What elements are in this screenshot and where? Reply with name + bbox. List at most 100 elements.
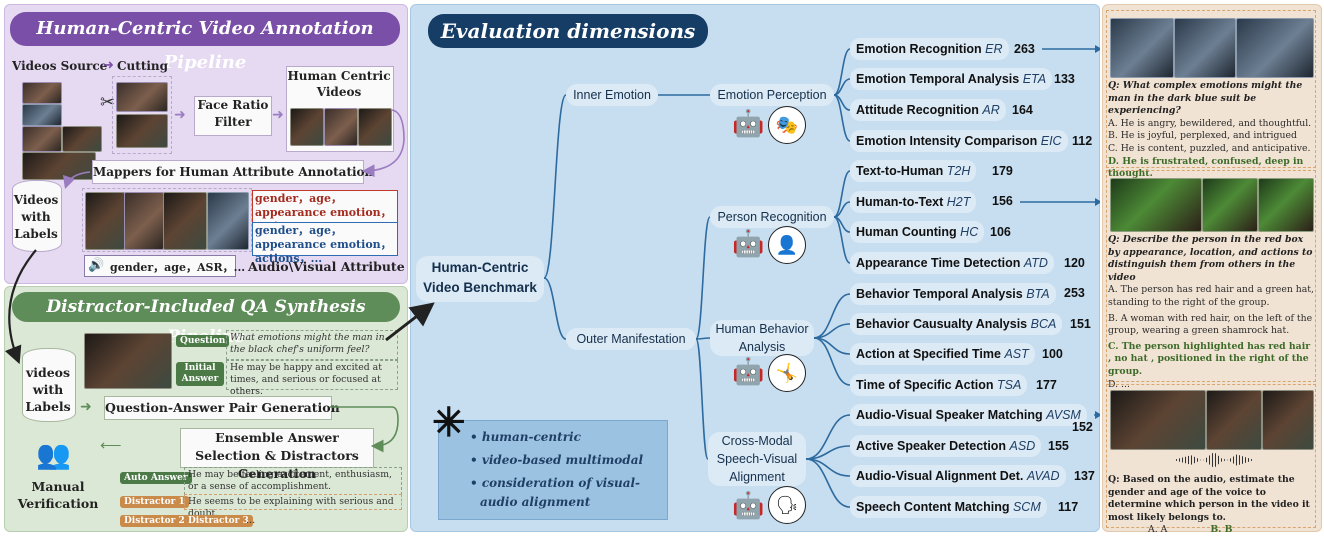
attr-audio-box bbox=[84, 255, 236, 277]
leaf-audio-visual-speaker-matching: Audio-Visual Speaker Matching AVSM bbox=[850, 404, 1087, 426]
example-2-frame bbox=[1202, 178, 1258, 232]
arrow-right-icon: ➜ bbox=[80, 398, 92, 414]
count-time-of-specific-action: 177 bbox=[1036, 378, 1057, 392]
source-thumbnail bbox=[22, 126, 62, 152]
emotion-perception-node: Emotion Perception bbox=[710, 84, 834, 106]
inner-emotion-label: Inner Emotion bbox=[573, 88, 651, 102]
example-2-frame bbox=[1110, 178, 1202, 232]
q1-question: Q: What complex emotions might the man i… bbox=[1108, 80, 1303, 117]
q1-option-b: B. He is joyful, perplexed, and intrigue… bbox=[1108, 130, 1297, 142]
count-behavior-causualty-analysis: 151 bbox=[1070, 317, 1091, 331]
asterisk-icon: ✳ bbox=[432, 401, 466, 445]
cut-clip bbox=[116, 82, 168, 112]
left-connectors bbox=[4, 109, 435, 453]
example-3-frame bbox=[1262, 390, 1314, 450]
feature-box bbox=[438, 420, 668, 520]
example-1-box bbox=[1106, 10, 1316, 168]
mappers-box: Mappers for Human Attribute Annotation bbox=[92, 160, 373, 184]
qa-generation-label: Question-Answer Pair Generation bbox=[105, 400, 340, 415]
manual-verification-label: Manual Verification bbox=[17, 479, 99, 511]
robot-icon: 🤖 bbox=[732, 356, 765, 386]
question-tag: Question bbox=[176, 335, 230, 347]
tree-connector bbox=[833, 170, 851, 218]
example-2-text: Q: Describe the person in the red box by… bbox=[1108, 234, 1314, 391]
distractor1-text: He seems to be explaining with serious a… bbox=[184, 494, 402, 519]
source-thumbnail bbox=[22, 152, 96, 180]
tree-connector bbox=[695, 338, 709, 460]
tree-connector bbox=[833, 94, 851, 142]
example-2-frame bbox=[1258, 178, 1314, 232]
question-text: What emotions might the man in the black… bbox=[226, 330, 398, 360]
human-behavior-node: Human Behavior Analysis bbox=[710, 320, 814, 356]
ellipsis: ... bbox=[246, 514, 256, 526]
leaf-emotion-recognition: Emotion Recognition ER bbox=[850, 38, 1009, 60]
feature-item: • consideration of visual-audio alignmen… bbox=[470, 476, 641, 509]
initial-answer-text: He may be happy and excited at times, an… bbox=[226, 360, 398, 397]
person-recognition-label: Person Recognition bbox=[717, 210, 827, 224]
outer-manifestation-label: Outer Manifestation bbox=[576, 332, 686, 346]
audio-visual-attribute-label: Audio\Visual Attribute bbox=[248, 259, 405, 274]
tree-connector bbox=[833, 48, 851, 96]
leaf-audio-visual-alignment-det: Audio-Visual Alignment Det. AVAD bbox=[850, 465, 1066, 487]
root-node-label: Human-Centric Video Benchmark bbox=[423, 260, 537, 295]
source-thumbnail bbox=[62, 126, 102, 152]
arrow-right-icon: ➜ bbox=[103, 57, 114, 72]
q1-option-d: D. He is frustrated, confused, deep in t… bbox=[1108, 155, 1304, 180]
leaf-emotion-temporal-analysis: Emotion Temporal Analysis ETA bbox=[850, 68, 1053, 90]
leaf-behavior-causualty-analysis: Behavior Causualty Analysis BCA bbox=[850, 313, 1063, 335]
example-1-frame bbox=[1174, 18, 1236, 78]
leaf-behavior-temporal-analysis: Behavior Temporal Analysis BTA bbox=[850, 283, 1056, 305]
attr-blue-box: gender，age，appearance emotion，actions，..… bbox=[252, 222, 398, 265]
tree-connector bbox=[543, 277, 567, 340]
drama-masks-icon: 🎭 bbox=[768, 106, 806, 144]
robot-icon: 🤖 bbox=[732, 490, 765, 520]
speech-icon: 🗣 bbox=[768, 486, 806, 524]
tree-connector bbox=[813, 337, 851, 386]
source-thumbnail bbox=[22, 82, 62, 104]
arrow-right-icon: ➜ bbox=[174, 106, 186, 122]
count-emotion-recognition: 263 bbox=[1014, 42, 1035, 56]
mappers-label: Mappers for Human Attribute Annotation bbox=[93, 165, 374, 179]
count-action-at-specified-time: 100 bbox=[1042, 347, 1063, 361]
initial-answer-tag: Initial Answer bbox=[176, 362, 224, 386]
example-1-text: Q: What complex emotions might the man i… bbox=[1108, 80, 1314, 181]
example-2-box bbox=[1106, 170, 1316, 382]
arrow-right-icon: ➜ bbox=[272, 106, 284, 122]
annotation-pipeline-title: Human-Centric Video Annotation Pipeline bbox=[10, 12, 400, 73]
tree-connector bbox=[833, 216, 851, 264]
ensemble-label: Ensemble Answer Selection & Distractors … bbox=[195, 430, 359, 481]
tree-connector bbox=[695, 337, 711, 340]
cut-clips-box bbox=[112, 76, 172, 154]
cutting-label: Cutting bbox=[117, 59, 169, 73]
feature-item: • human-centric bbox=[470, 430, 581, 444]
tree-connector bbox=[543, 94, 567, 279]
example-3-frame bbox=[1110, 390, 1206, 450]
source-thumbnail bbox=[22, 104, 62, 126]
example-3-text: Q: Based on the audio, estimate the gend… bbox=[1108, 474, 1314, 537]
arrow-head bbox=[1095, 45, 1100, 53]
example-3-frame bbox=[1206, 390, 1262, 450]
distractor2-tag: Distractor 2 bbox=[120, 515, 189, 527]
speaker-icon: 🔊 bbox=[88, 257, 105, 272]
leaf-active-speaker-detection: Active Speaker Detection ASD bbox=[850, 435, 1042, 457]
annotated-frame bbox=[207, 192, 249, 250]
leaf-attitude-recognition: Attitude Recognition AR bbox=[850, 99, 1006, 121]
arrow-head bbox=[1095, 411, 1100, 419]
tree-connector bbox=[813, 293, 851, 339]
leaf-text-to-human: Text-to-Human T2H bbox=[850, 160, 977, 182]
count-behavior-temporal-analysis: 253 bbox=[1064, 286, 1085, 300]
leaf-human-counting: Human Counting HC bbox=[850, 221, 985, 243]
q2-option-b: B. A woman with red hair, on the left of… bbox=[1108, 312, 1313, 337]
q1-option-c: C. He is content, puzzled, and anticipat… bbox=[1108, 142, 1311, 154]
root-node: Human-Centric Video Benchmark bbox=[416, 256, 544, 302]
count-attitude-recognition: 164 bbox=[1012, 103, 1033, 117]
inner-emotion-node: Inner Emotion bbox=[566, 84, 658, 106]
videos-source-label: Videos Source bbox=[12, 59, 108, 73]
annotated-frame bbox=[124, 192, 164, 250]
cross-modal-label: Cross-Modal Speech-Visual Alignment bbox=[716, 434, 798, 484]
count-audio-visual-speaker-matching: 152 bbox=[1072, 420, 1093, 434]
q3-option-b: B. B bbox=[1210, 524, 1233, 536]
leaf-action-at-specified-time: Action at Specified Time AST bbox=[850, 343, 1035, 365]
distractor1-tag: Distractor 1 bbox=[120, 496, 189, 508]
leaf-human-to-text: Human-to-Text H2T bbox=[850, 191, 977, 213]
